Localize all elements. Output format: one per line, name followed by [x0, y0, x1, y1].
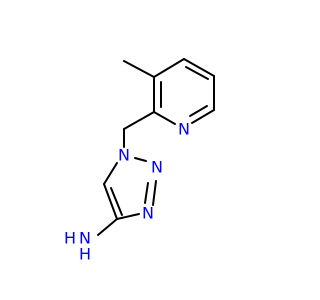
bond-c4-nh2 [97, 218, 118, 236]
molecule-diagram: N N N N H N H [64, 58, 215, 264]
triazole-n1-label: N [118, 146, 130, 165]
bond-pyr-c6-n-inner [189, 105, 208, 117]
bond-pyr-c2-n [153, 111, 176, 125]
bond-n1-c5 [103, 162, 118, 185]
bond-n3-n2-inner [144, 182, 149, 204]
bond-c4-n3 [116, 213, 140, 220]
amine-n-label: N [79, 229, 91, 248]
bond-pyr-c4-c5 [183, 58, 215, 77]
bond-n3-n2 [152, 180, 157, 206]
bond-c5-c4-inner [110, 187, 123, 216]
bond-pyr-c6-n [191, 109, 215, 124]
bond-methyl [123, 60, 155, 78]
bond-c2-ch2 [123, 111, 155, 130]
triazole-n3-label: N [142, 204, 154, 223]
amine-h1-label: H [64, 229, 76, 248]
bond-n2-n1 [134, 157, 147, 162]
bond-pyr-c3-c4 [153, 58, 185, 78]
pyridine-n-label: N [178, 120, 190, 139]
triazole-n2-label: N [151, 158, 163, 177]
bond-pyr-c4-c5-inner [185, 66, 209, 80]
amine-h2-label: H [79, 245, 91, 264]
bond-c5-c4 [103, 183, 118, 220]
